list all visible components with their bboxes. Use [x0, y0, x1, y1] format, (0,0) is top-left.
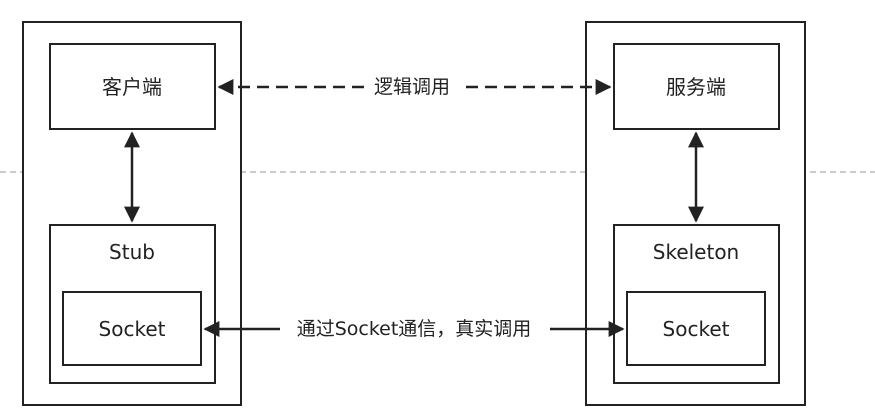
socket-call-label: 通过Socket通信，真实调用: [297, 318, 532, 340]
server-label: 服务端: [666, 75, 726, 99]
client-socket-label: Socket: [99, 317, 166, 341]
server-socket-box: [626, 291, 766, 366]
client-label: 客户端: [102, 75, 162, 99]
socket-call-label-bg: [280, 316, 550, 342]
stub-label: Stub: [109, 240, 155, 264]
skeleton-label: Skeleton: [653, 240, 739, 264]
logical-call-label-bg: [364, 74, 460, 100]
client-box: [49, 43, 216, 130]
logical-call-label: 逻辑调用: [374, 76, 450, 98]
server-socket-label: Socket: [663, 317, 730, 341]
client-socket-box: [62, 291, 202, 366]
server-box: [613, 43, 780, 130]
